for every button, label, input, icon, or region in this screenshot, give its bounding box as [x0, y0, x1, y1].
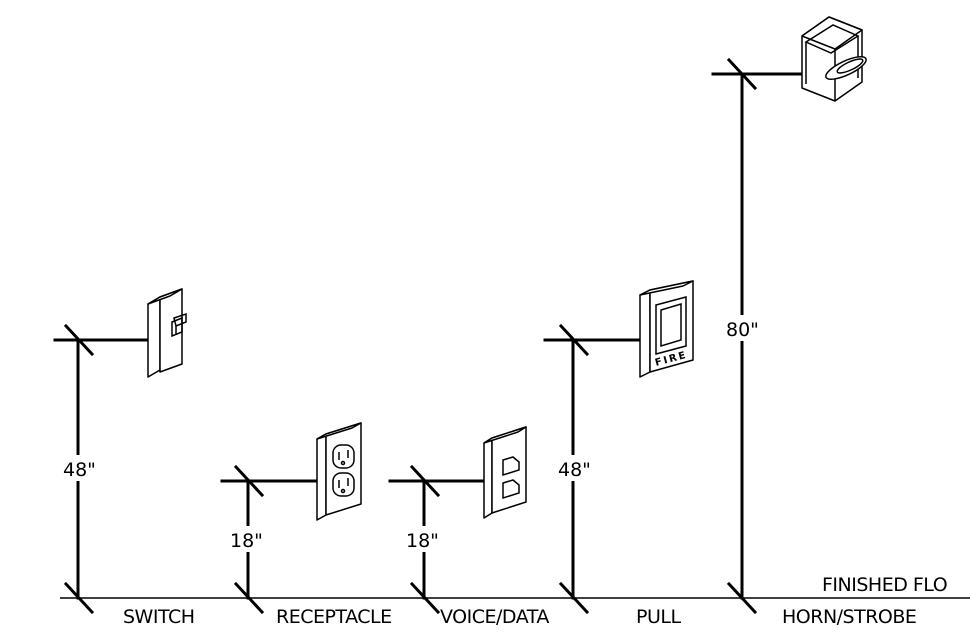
voice-data-label: VOICE/DATA	[440, 606, 549, 628]
duplex-outlet-icon	[332, 444, 355, 497]
switch-device	[147, 288, 187, 378]
voice-data-dimension	[388, 464, 490, 615]
horn-strobe-label: HORN/STROBE	[782, 606, 916, 628]
pull-station-device: FIRE	[639, 280, 694, 378]
receptacle-label: RECEPTACLE	[276, 606, 392, 628]
pull-label: PULL	[636, 606, 681, 628]
receptacle-device	[316, 422, 362, 521]
strobe-lens-icon	[825, 55, 867, 81]
pull-height-label: 48"	[558, 459, 591, 481]
switch-label: SWITCH	[123, 606, 195, 628]
receptacle-height-label: 18"	[230, 530, 263, 552]
switch-height-label: 48"	[63, 459, 96, 481]
voice-data-height-label: 18"	[406, 530, 439, 552]
horn-strobe-device	[801, 16, 867, 102]
toggle-switch-icon	[171, 312, 187, 338]
voice-data-device	[483, 426, 527, 519]
data-jack-icon	[502, 456, 520, 500]
horn-strobe-height-label: 80"	[726, 319, 759, 341]
finished-floor-label: FINISHED FLO	[822, 574, 947, 596]
